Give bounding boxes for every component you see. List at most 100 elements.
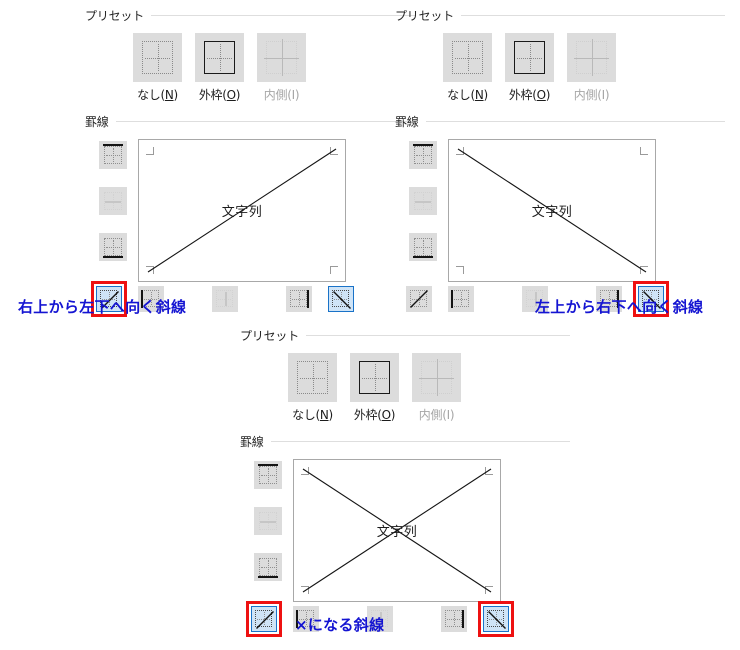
preset-button-label: なし(N): [447, 88, 488, 102]
preset-button-preset-outline[interactable]: [195, 33, 244, 82]
border-dialog-panel-bottom-center: プリセット なし(N)外枠(O)内側(I) 罫線 文字列: [240, 326, 570, 637]
group-divider: [270, 440, 570, 442]
preset-group-header: プリセット: [395, 6, 725, 24]
preset-button-preset-none[interactable]: [288, 353, 337, 402]
border-right-button[interactable]: [286, 286, 312, 312]
border-middle-vertical-button: [522, 286, 548, 312]
border-diagonal-down-button[interactable]: [483, 606, 509, 632]
preset-button-preset-inside: [257, 33, 306, 82]
preview-sample-text: 文字列: [221, 204, 263, 220]
corner-marker-top-left: [146, 147, 154, 155]
preset-group-label: プリセット: [395, 8, 455, 23]
border-editor-area: 文字列: [395, 139, 725, 317]
border-editor-area: 文字列: [85, 139, 415, 317]
border-middle-horizontal-button: [99, 187, 127, 215]
preset-button-preset-none[interactable]: [443, 33, 492, 82]
border-bottom-button[interactable]: [254, 553, 282, 581]
border-editor-area: 文字列: [240, 459, 570, 637]
corner-marker-top-right: [330, 147, 338, 155]
corner-marker-top-right: [485, 467, 493, 475]
group-divider: [461, 14, 725, 16]
preset-button-preset-outline[interactable]: [505, 33, 554, 82]
border-left-button[interactable]: [138, 286, 164, 312]
border-middle-horizontal-button: [409, 187, 437, 215]
border-dialog-panel-top-left: プリセット なし(N)外枠(O)内側(I) 罫線 文字列: [85, 6, 415, 317]
preview-sample-text: 文字列: [376, 524, 418, 540]
corner-marker-top-right: [640, 147, 648, 155]
corner-marker-top-left: [456, 147, 464, 155]
border-diagonal-up-button[interactable]: [96, 286, 122, 312]
corner-marker-bottom-left: [301, 586, 309, 594]
border-top-icon: [104, 146, 122, 164]
preset-group-header: プリセット: [240, 326, 570, 344]
border-bottom-button-row: [246, 601, 519, 637]
corner-marker-bottom-left: [146, 266, 154, 274]
preview-diagonal-lines: [302, 468, 492, 593]
border-group-header: 罫線: [240, 432, 570, 450]
preset-button-label: 内側(I): [573, 88, 610, 102]
border-diagonal-up-icon: [255, 610, 272, 627]
preview-sample-text: 文字列: [531, 204, 573, 220]
border-top-button[interactable]: [254, 461, 282, 489]
border-right-icon: [290, 290, 307, 307]
border-bottom-button-row: [406, 281, 674, 317]
group-divider: [306, 334, 570, 336]
preset-button-row: なし(N)外枠(O)内側(I): [85, 33, 415, 103]
border-middle-vertical-button: [367, 606, 393, 632]
preview-diagonal-lines: [147, 148, 337, 273]
group-divider: [151, 14, 415, 16]
border-top-button[interactable]: [99, 141, 127, 169]
border-right-button[interactable]: [441, 606, 467, 632]
preset-button-preset-none[interactable]: [133, 33, 182, 82]
border-bottom-button-row: [91, 281, 364, 317]
border-bottom-icon: [104, 238, 122, 256]
border-top-icon: [414, 146, 432, 164]
border-bottom-button[interactable]: [409, 233, 437, 261]
preset-button-label: なし(N): [137, 88, 178, 102]
group-divider: [425, 120, 725, 122]
border-bottom-icon: [414, 238, 432, 256]
border-bottom-button[interactable]: [99, 233, 127, 261]
preset-button-preset-inside: [567, 33, 616, 82]
border-right-button[interactable]: [596, 286, 622, 312]
panel-caption: 右上から左下へ向く斜線: [18, 298, 187, 316]
preset-button-label: なし(N): [292, 408, 333, 422]
preset-group-header: プリセット: [85, 6, 415, 24]
border-bottom-icon: [259, 558, 277, 576]
border-side-button-column: [254, 461, 282, 581]
preset-group-label: プリセット: [85, 8, 145, 23]
preview-diagonal-lines: [457, 148, 647, 273]
preset-button-row: なし(N)外枠(O)内側(I): [240, 353, 570, 423]
corner-marker-bottom-right: [330, 266, 338, 274]
preset-button-preset-inside: [412, 353, 461, 402]
corner-marker-bottom-left: [456, 266, 464, 274]
panel-caption: ×になる斜線: [295, 616, 385, 634]
group-divider: [115, 120, 415, 122]
corner-marker-bottom-right: [640, 266, 648, 274]
preset-button-label: 内側(I): [418, 408, 455, 422]
border-middle-horizontal-button: [254, 507, 282, 535]
border-group-label: 罫線: [85, 114, 109, 129]
preset-group-label: プリセット: [240, 328, 300, 343]
border-side-button-column: [409, 141, 437, 261]
border-preview-box[interactable]: 文字列: [448, 139, 656, 282]
border-diagonal-up-icon: [100, 290, 117, 307]
border-diagonal-up-button[interactable]: [406, 286, 432, 312]
border-group-label: 罫線: [240, 434, 264, 449]
panel-caption: 左上から右下へ向く斜線: [535, 298, 704, 316]
border-left-button[interactable]: [448, 286, 474, 312]
preset-button-preset-outline[interactable]: [350, 353, 399, 402]
corner-marker-bottom-right: [485, 586, 493, 594]
border-diagonal-down-button[interactable]: [328, 286, 354, 312]
preset-button-label: 外枠(O): [198, 88, 241, 102]
border-diagonal-up-button[interactable]: [251, 606, 277, 632]
corner-marker-top-left: [301, 467, 309, 475]
border-group-label: 罫線: [395, 114, 419, 129]
border-preview-box[interactable]: 文字列: [138, 139, 346, 282]
border-left-button[interactable]: [293, 606, 319, 632]
border-dialog-panel-top-right: プリセット なし(N)外枠(O)内側(I) 罫線 文字列: [395, 6, 725, 317]
border-preview-box[interactable]: 文字列: [293, 459, 501, 602]
border-group-header: 罫線: [395, 112, 725, 130]
border-diagonal-down-button[interactable]: [638, 286, 664, 312]
border-top-button[interactable]: [409, 141, 437, 169]
